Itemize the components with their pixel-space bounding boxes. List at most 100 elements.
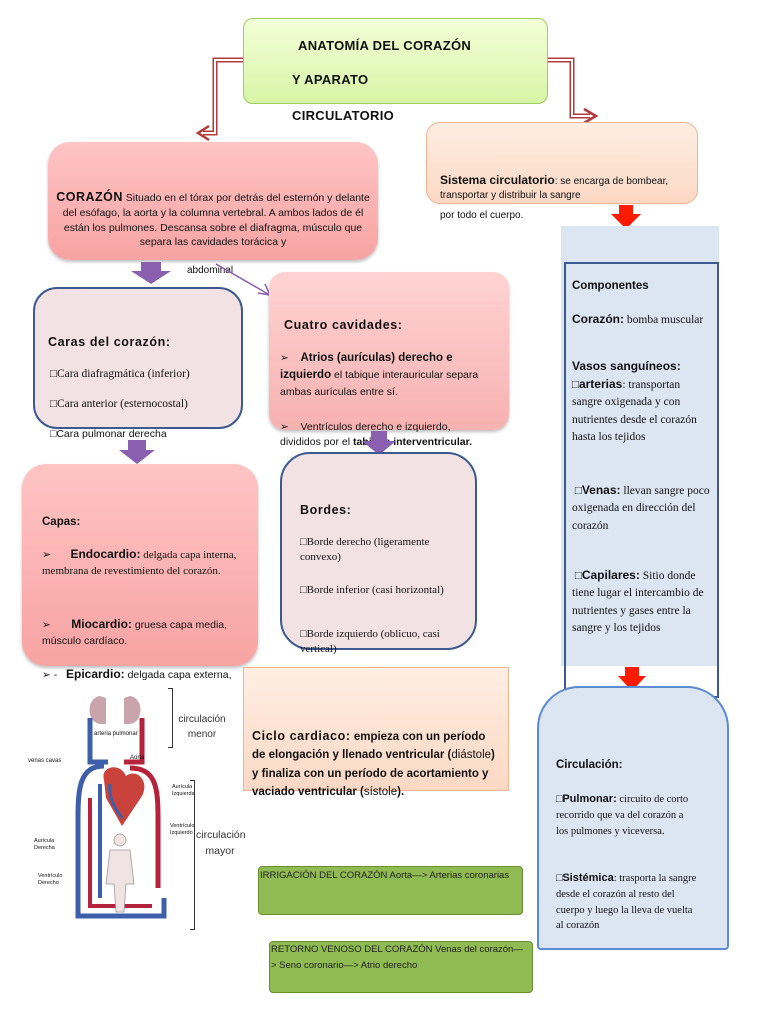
- sistemica-label: Sistémica: [562, 872, 614, 884]
- sistemica-text: : trasporta la sangre desde el corazón a…: [556, 873, 697, 932]
- retorno-box: RETORNO VENOSO DEL CORAZÓN Venas del cor…: [269, 941, 533, 993]
- caras-item-2: □Cara anterior (esternocostal): [50, 398, 188, 410]
- corazon-description: CORAZÓN Situado en el tórax por detrás d…: [54, 189, 372, 250]
- ciclo-text-1: empieza con un período de elongación y l…: [252, 731, 486, 762]
- cavidades-item-2-text: divididos por el: [280, 436, 353, 449]
- bordes-box: [280, 452, 477, 650]
- purple-arrow-icon: [362, 431, 396, 455]
- title-line-2: Y APARATO: [292, 72, 369, 87]
- componentes-vasos: Vasos sanguíneos:: [572, 359, 681, 373]
- circulacion-heading: Circulación:: [556, 759, 623, 771]
- ciclo-box: [243, 667, 509, 791]
- cavidades-item-1-text: el tabique interauricular separa ambas a…: [280, 369, 479, 398]
- label-auricula-derecha: Aurícula Derecha: [34, 838, 55, 852]
- sistema-description: Sistema circulatorio: se encarga de bomb…: [440, 172, 692, 203]
- comp-venas-text: llevan sangre poco oxigenada en direcció…: [572, 485, 710, 532]
- miocardio-text: gruesa capa media, músculo cardíaco.: [42, 619, 228, 647]
- epicardio-text: delgada capa externa,: [124, 669, 232, 681]
- caras-box: [33, 287, 243, 429]
- comp-capilares-label: Capilares:: [581, 568, 640, 582]
- comp-arterias-label: arterias: [578, 377, 623, 391]
- title-line-1: ANATOMÍA DEL CORAZÓN: [298, 38, 472, 53]
- corazon-tail: abdominal: [187, 265, 234, 276]
- pulmonar-text: circuito de corto recorrido que va del c…: [556, 794, 689, 837]
- label-arteria-pulmonar: arteria pulmonar: [94, 731, 138, 737]
- title-box: ANATOMÍA DEL CORAZÓN Y APARATO: [243, 18, 548, 104]
- bullet-icon: ➢: [280, 352, 289, 364]
- componentes-venas: □Venas: llevan sangre poco oxigenada en …: [572, 483, 710, 532]
- capas-heading: Capas:: [42, 516, 81, 528]
- label-circulacion-menor: circulación menor: [178, 714, 226, 740]
- cavidades-item-1-bold: Atrios (aurículas) derecho e izquierdo: [280, 352, 453, 382]
- purple-arrow-icon: [119, 440, 155, 464]
- red-arrow-icon: [611, 205, 641, 229]
- capas-epicardio: ➢ - Epicardio: delgada capa externa,: [42, 665, 242, 684]
- componentes-arterias: □arterias: transportan sangre oxigenada …: [572, 377, 697, 443]
- endocardio-text: delgada capa interna, membrana de revest…: [42, 549, 237, 577]
- cavidades-item-1: ➢ Atrios (aurículas) derecho e izquierdo…: [280, 350, 500, 400]
- cavidades-heading: Cuatro cavidades:: [284, 318, 403, 332]
- corazon-box: [48, 142, 378, 260]
- comp-venas-label: Venas:: [581, 483, 621, 497]
- circulation-diagram-svg: [75, 696, 167, 919]
- title-line-3: CIRCULATORIO: [292, 108, 395, 123]
- red-arrow-icon: [618, 667, 646, 691]
- epicardio-label: Epicardio:: [65, 667, 125, 681]
- componentes-corazon: Corazón: bomba muscular: [572, 310, 712, 329]
- circulacion-sistemica: □Sistémica: trasporta la sangre desde el…: [556, 872, 697, 932]
- pulmonar-label: Pulmonar:: [562, 793, 617, 805]
- bullet-icon: ➢: [280, 421, 289, 433]
- capas-box: [22, 464, 258, 666]
- componentes-panel: [561, 226, 719, 666]
- caras-heading: Caras del corazón:: [48, 335, 171, 349]
- ciclo-text-2: ) y finaliza con un período de acortamie…: [252, 749, 495, 799]
- label-venas-cavas: venas cavas: [28, 758, 62, 764]
- caras-item-3: □Cara pulmonar derecha: [50, 428, 167, 440]
- ciclo-description: Ciclo cardiaco: empieza con un período d…: [252, 726, 500, 802]
- label-ventriculo-izquierdo: Ventrículo Izquierdo: [170, 823, 195, 837]
- purple-arrow-icon: [131, 262, 171, 284]
- sistema-text: : se encarga de bombear, transportar y d…: [440, 176, 669, 201]
- circulacion-pulmonar: □Pulmonar: circuito de corto recorrido q…: [556, 793, 689, 837]
- bordes-item-1: □Borde derecho (ligeramente convexo): [300, 536, 430, 564]
- label-aorta: Aorta: [130, 755, 145, 761]
- label-ventriculo-derecho: Ventrículo Derecho: [38, 873, 63, 887]
- miocardio-label: Miocardio:: [71, 617, 132, 631]
- comp-capilares-text: Sitio donde tiene lugar el intercambio d…: [572, 570, 704, 634]
- comp-arterias-text: : transportan sangre oxigenada y con nut…: [572, 379, 697, 443]
- irrigacion-text: IRRIGACIÓN DEL CORAZÓN Aorta—> Arterias …: [260, 870, 510, 881]
- bullet-icon: ➢: [42, 619, 51, 631]
- bordes-heading: Bordes:: [300, 503, 352, 517]
- sistema-tail: por todo el cuerpo.: [440, 210, 524, 221]
- cavidades-item-2-bold: Ventrículos derecho e izquierdo,: [300, 421, 451, 433]
- circulacion-box: [537, 686, 729, 950]
- componentes-heading: Componentes: [572, 280, 649, 292]
- irrigacion-box: IRRIGACIÓN DEL CORAZÓN Aorta—> Arterias …: [258, 866, 523, 915]
- caras-item-1: □Cara diafragmática (inferior): [50, 368, 190, 380]
- bullet-icon: ➢: [42, 549, 52, 561]
- corazon-text: Situado en el tórax por detrás del ester…: [62, 192, 370, 249]
- circulation-diagram: arteria pulmonar venas cavas Aorta Auríc…: [28, 688, 246, 930]
- ciclo-sistole: sístole: [363, 786, 398, 799]
- bracket-mayor: [190, 780, 195, 930]
- sistema-heading: Sistema circulatorio: [440, 173, 555, 187]
- comp-corazon-label: Corazón:: [572, 312, 624, 326]
- cavidades-box: [269, 272, 509, 430]
- sistema-box: [426, 122, 698, 204]
- retorno-text: RETORNO VENOSO DEL CORAZÓN Venas del cor…: [271, 944, 523, 972]
- label-circulacion-mayor: circulación mayor: [196, 829, 246, 857]
- endocardio-label: Endocardio:: [70, 547, 141, 561]
- componentes-capilares: □Capilares: Sitio donde tiene lugar el i…: [572, 568, 704, 634]
- ciclo-diastole: diástole: [451, 749, 492, 762]
- corazon-heading: CORAZÓN: [56, 190, 123, 204]
- bullet-icon: ➢ -: [42, 669, 58, 681]
- comp-corazon-text: bomba muscular: [624, 314, 704, 326]
- bordes-item-2: □Borde inferior (casi horizontal): [300, 584, 444, 596]
- capas-miocardio: ➢ Miocardio: gruesa capa media, músculo …: [42, 615, 242, 650]
- label-auricula-izquierda: Aurícula Izquierda: [172, 784, 195, 798]
- ciclo-heading: Ciclo cardiaco:: [252, 729, 351, 743]
- capas-endocardio: ➢ Endocardio: delgada capa interna, memb…: [42, 546, 237, 579]
- bracket-menor: [168, 688, 173, 748]
- bordes-item-3: □Borde izquierdo (oblicuo, casi vertical…: [300, 628, 440, 656]
